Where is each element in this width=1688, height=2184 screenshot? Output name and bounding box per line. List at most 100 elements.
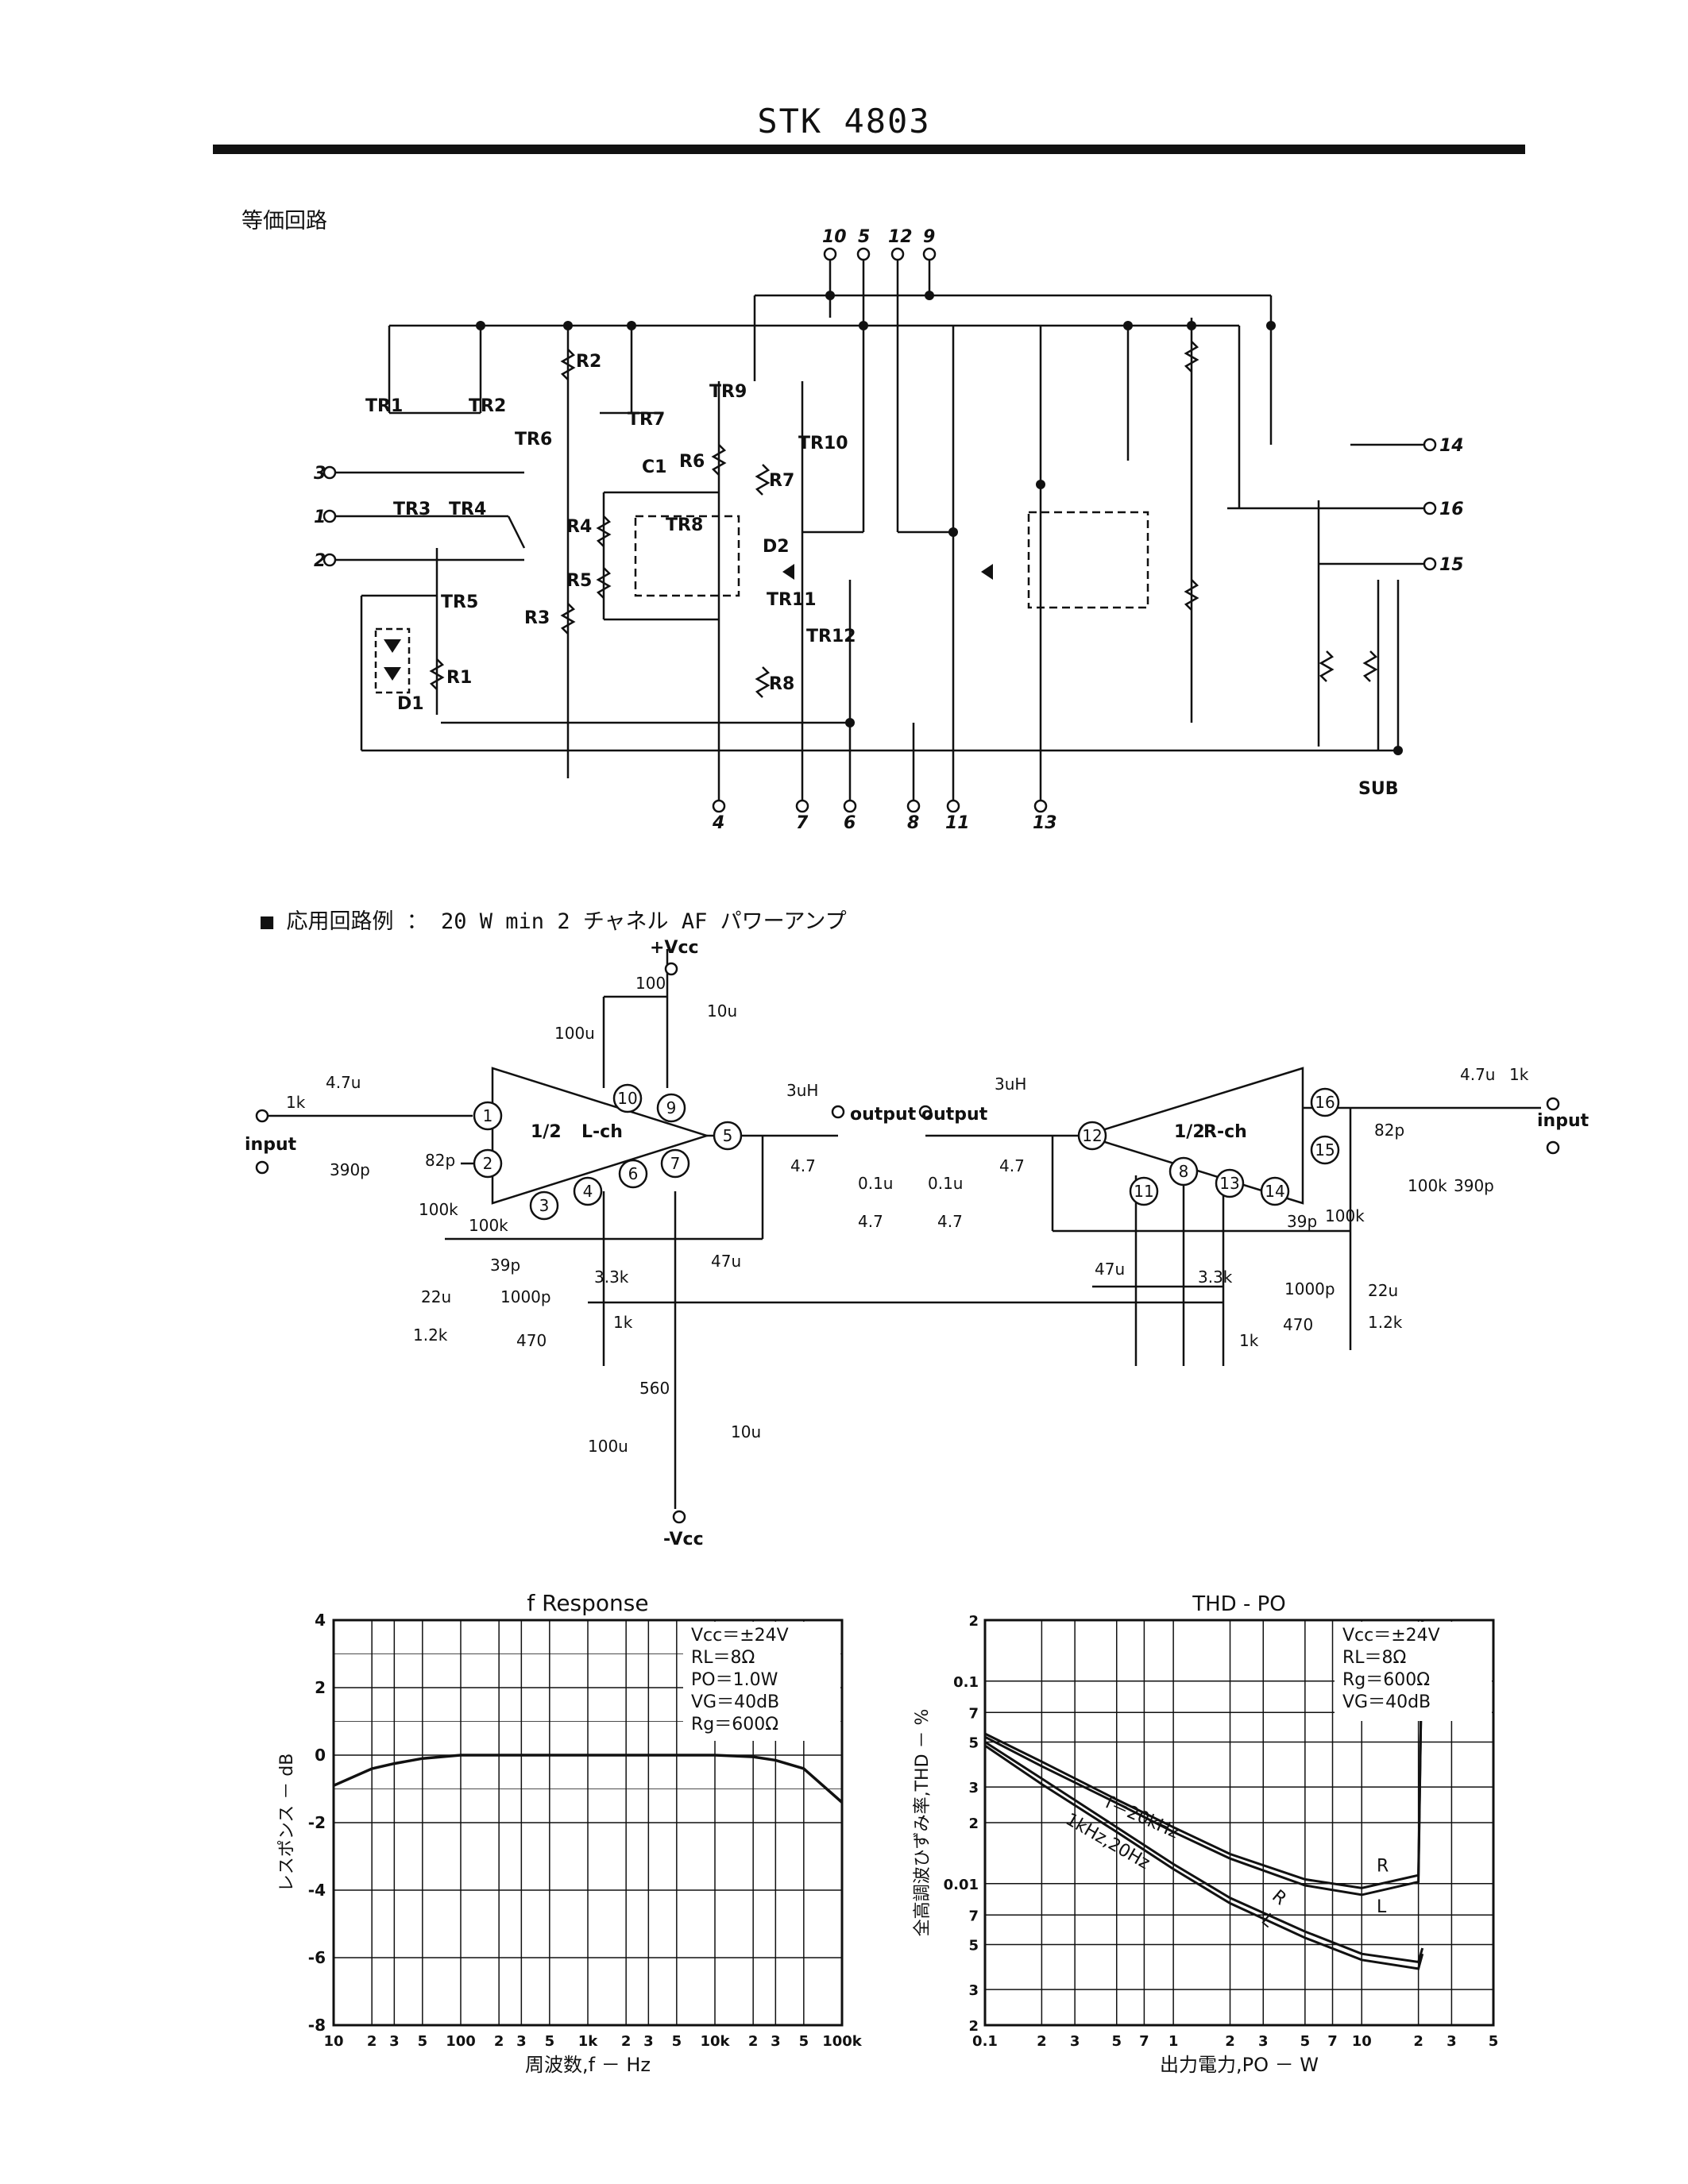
chart1-x-tick: 10 xyxy=(323,2033,343,2050)
eq-pin-left-1: 3 xyxy=(314,464,326,484)
l-val-16: 10u xyxy=(707,1001,737,1021)
l-val-15: 100u xyxy=(554,1024,595,1043)
chart1-x-tick: 5 xyxy=(799,2033,809,2050)
application-circuit-heading: ■ 応用回路例 ： 20 W min 2 チャネル AF パワーアンプ xyxy=(261,909,847,934)
eq-pin-bottom-3: 6 xyxy=(844,813,856,833)
l-val-17: 560 xyxy=(639,1379,670,1398)
eq-pin-right-1: 14 xyxy=(1439,436,1464,456)
eq-label-tr5: TR5 xyxy=(441,592,478,612)
chart2-title: THD - PO xyxy=(1192,1592,1286,1616)
r-val-2: 82p xyxy=(1374,1121,1404,1140)
chart1-y-tick: 2 xyxy=(315,1678,326,1697)
eq-pin-top-3: 12 xyxy=(888,227,913,247)
chart2-y-tick: 2 xyxy=(968,1815,979,1832)
chart2-curve-label-r-upper: R xyxy=(1377,1856,1389,1876)
r-val-16: 0.1u xyxy=(928,1174,963,1193)
r-val-3: 100k xyxy=(1408,1176,1447,1195)
eq-pin-right-2: 16 xyxy=(1439,500,1464,519)
l-val-20: 3uH xyxy=(786,1081,818,1100)
chart1-condition: RL＝8Ω xyxy=(691,1648,755,1668)
l-val-3: 100k xyxy=(419,1200,458,1219)
chart1-y-label: レスポンス － dB xyxy=(277,1754,297,1893)
chart2-y-tick: 5 xyxy=(968,1735,979,1752)
chart1-condition: Vcc＝±24V xyxy=(691,1626,789,1646)
app-pin-5: 5 xyxy=(723,1126,733,1145)
page-title: STK 4803 xyxy=(757,102,931,141)
l-val-11: 3.3k xyxy=(594,1268,629,1287)
chart1-x-tick: 5 xyxy=(672,2033,682,2050)
chart1-condition: PO＝1.0W xyxy=(691,1670,778,1690)
l-val-12: 1k xyxy=(613,1313,633,1332)
eq-label-r3: R3 xyxy=(524,608,550,628)
eq-label-d2: D2 xyxy=(763,537,790,557)
eq-label-tr12: TR12 xyxy=(806,627,856,646)
r-val-4: 390p xyxy=(1454,1176,1494,1195)
eq-label-r1: R1 xyxy=(446,668,472,688)
chart2-condition: VG＝40dB xyxy=(1342,1692,1431,1712)
l-val-7: 1000p xyxy=(500,1287,551,1306)
l-val-9: 22u xyxy=(421,1287,451,1306)
right-input-label: input xyxy=(1537,1111,1590,1131)
chart2-condition: Vcc＝±24V xyxy=(1342,1626,1440,1646)
eq-pin-bottom-1: 4 xyxy=(712,813,724,833)
chart1-x-tick: 2 xyxy=(621,2033,632,2050)
chart2-y-tick: 0.01 xyxy=(944,1877,979,1893)
chart1-x-tick: 100 xyxy=(446,2033,476,2050)
eq-pin-left-3: 2 xyxy=(314,551,326,571)
chart2-x-label: 出力電力,PO － W xyxy=(1160,2054,1319,2076)
r-val-14: 3uH xyxy=(995,1075,1026,1094)
eq-label-tr4: TR4 xyxy=(449,500,486,519)
eq-label-r8: R8 xyxy=(769,674,794,694)
r-val-12: 1k xyxy=(1239,1331,1259,1350)
eq-label-c1: C1 xyxy=(642,457,666,477)
r-val-8: 470 xyxy=(1283,1315,1313,1334)
l-val-0: 1k xyxy=(286,1093,306,1112)
chart2-x-tick: 2 xyxy=(1413,2033,1423,2050)
eq-pin-bottom-2: 7 xyxy=(796,813,809,833)
app-pin-8: 8 xyxy=(1179,1162,1189,1181)
chart2-x-tick: 3 xyxy=(1070,2033,1080,2050)
app-pin-14: 14 xyxy=(1265,1182,1284,1201)
l-val-19: 10u xyxy=(731,1422,761,1441)
eq-pin-left-2: 1 xyxy=(314,507,326,527)
chart2-x-tick: 7 xyxy=(1139,2033,1149,2050)
app-pin-13: 13 xyxy=(1219,1174,1239,1193)
l-val-14: 100 xyxy=(635,974,666,993)
app-pin-12: 12 xyxy=(1082,1126,1102,1145)
r-val-11: 3.3k xyxy=(1198,1268,1233,1287)
chart1-conditions-box xyxy=(683,1622,840,1741)
app-pin-3: 3 xyxy=(539,1196,550,1215)
l-val-18: 100u xyxy=(588,1437,628,1456)
title-rule xyxy=(213,145,1525,154)
eq-pin-right-3: 15 xyxy=(1439,555,1464,575)
right-block-name: R-ch xyxy=(1203,1122,1247,1142)
app-pin-1: 1 xyxy=(483,1106,493,1125)
chart1-y-tick: -8 xyxy=(308,2016,326,2035)
chart2-series-line xyxy=(984,1744,1424,1970)
chart1-title: f Response xyxy=(527,1590,648,1616)
chart1-condition: VG＝40dB xyxy=(691,1692,779,1712)
chart1-condition: Rg＝600Ω xyxy=(691,1715,778,1734)
left-block-name: L-ch xyxy=(581,1122,623,1142)
chart1-x-tick: 3 xyxy=(516,2033,527,2050)
eq-label-tr10: TR10 xyxy=(798,434,848,453)
equivalent-circuit-heading: 等価回路 xyxy=(241,209,327,233)
app-pin-7: 7 xyxy=(670,1154,681,1173)
chart2-y-label: 全高調波ひずみ率,THD － % xyxy=(913,1709,933,1937)
eq-label-tr6: TR6 xyxy=(515,430,552,450)
chart1-y-tick: 0 xyxy=(315,1746,326,1765)
eq-label-tr7: TR7 xyxy=(628,410,665,430)
l-val-13: 47u xyxy=(711,1252,741,1271)
chart2-y-tick: 7 xyxy=(968,1908,979,1924)
r-val-0: 1k xyxy=(1509,1065,1529,1084)
chart1-x-tick: 3 xyxy=(771,2033,781,2050)
eq-pin-bottom-4: 8 xyxy=(907,813,919,833)
eq-label-r7: R7 xyxy=(769,471,794,491)
chart1-y-tick: 4 xyxy=(315,1611,326,1630)
app-pin-15: 15 xyxy=(1315,1140,1335,1160)
r-val-5: 39p xyxy=(1287,1212,1317,1231)
chart2-x-tick: 0.1 xyxy=(972,2033,998,2050)
chart2-y-tick: 7 xyxy=(968,1705,979,1722)
chart1-x-tick: 2 xyxy=(748,2033,759,2050)
